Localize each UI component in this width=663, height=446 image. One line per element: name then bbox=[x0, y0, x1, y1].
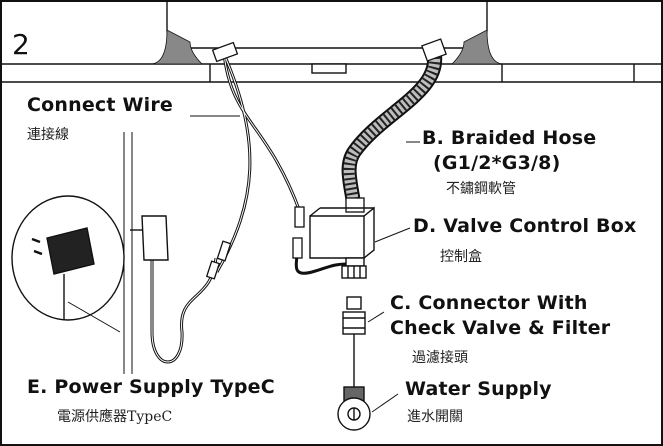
connector-zh: 過濾接頭 bbox=[412, 350, 468, 366]
water-supply-zh: 進水開關 bbox=[407, 409, 463, 425]
power-supply-label: E. Power Supply TypeC bbox=[27, 376, 275, 398]
wire-entry bbox=[211, 41, 239, 63]
connector-label-2: Check Valve & Filter bbox=[390, 317, 611, 339]
braided-hose-zh: 不鏽鋼軟管 bbox=[446, 181, 516, 197]
valve-control-box bbox=[309, 206, 375, 279]
power-adapter bbox=[130, 215, 169, 261]
faucet-body bbox=[151, 2, 503, 74]
braided-hose-spec: (G1/2*G3/8) bbox=[433, 152, 561, 174]
power-supply-detail bbox=[11, 195, 125, 321]
water-supply-valve bbox=[337, 386, 371, 431]
power-supply-zh: 電源供應器TypeC bbox=[57, 409, 173, 425]
valve-box-label: D. Valve Control Box bbox=[413, 215, 637, 237]
step-number: 2 bbox=[12, 28, 30, 61]
braided-hose-label: B. Braided Hose bbox=[422, 127, 597, 149]
braided-hose bbox=[341, 38, 447, 213]
check-valve-connector bbox=[342, 296, 366, 387]
connect-wire-zh: 連接線 bbox=[27, 127, 69, 143]
connect-wire-lines bbox=[148, 53, 348, 364]
leader-lines bbox=[67, 115, 420, 413]
connector-label: C. Connector With bbox=[390, 292, 588, 314]
water-supply-label: Water Supply bbox=[405, 378, 552, 400]
wire-plugs bbox=[205, 206, 305, 280]
connect-wire-label: Connect Wire bbox=[27, 94, 174, 116]
valve-box-zh: 控制盒 bbox=[440, 249, 482, 265]
